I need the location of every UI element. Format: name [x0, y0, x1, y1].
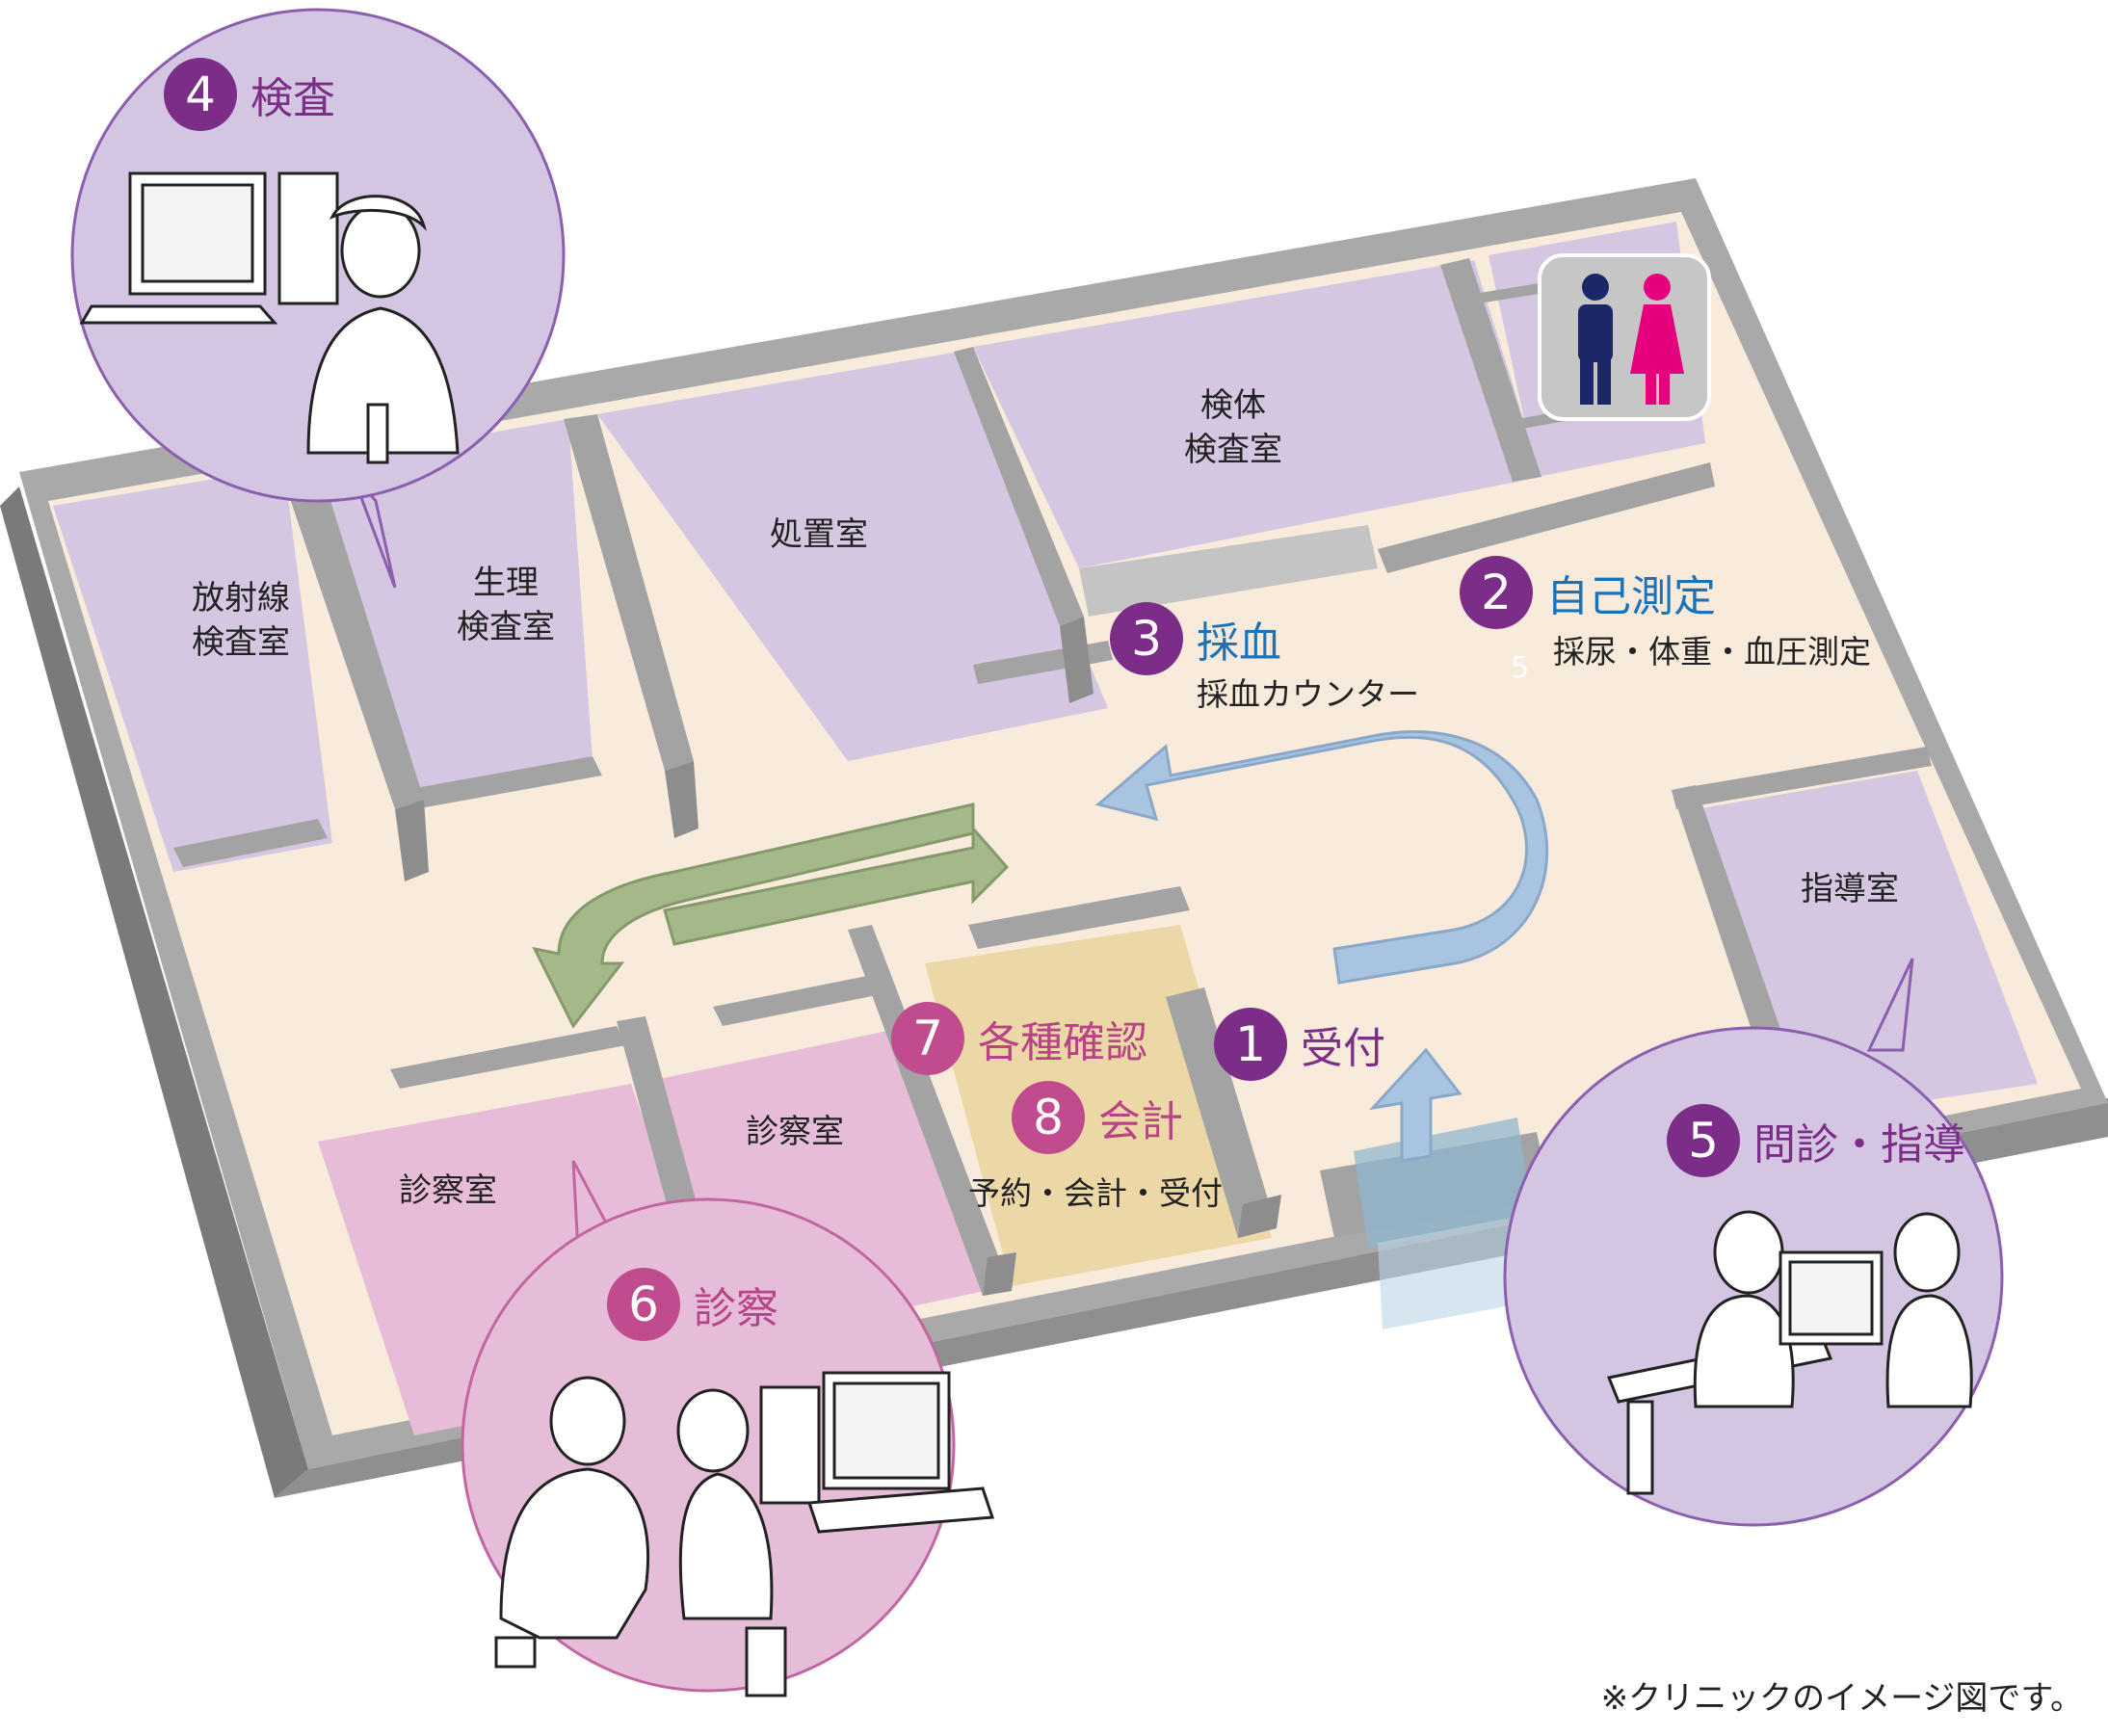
- image-note: ※クリニックのイメージ図です。: [1600, 1679, 2083, 1718]
- step-number-3: 3: [1110, 602, 1183, 675]
- room-label-guidance: 指導室: [1801, 870, 1899, 908]
- step-number-7: 7: [891, 1002, 964, 1075]
- room-label-physiology: 生理 検査室: [429, 561, 583, 649]
- room-label-exam-left: 診察室: [399, 1171, 497, 1210]
- step-title-interview-guidance: 問診・指導: [1753, 1120, 1965, 1170]
- step-title-examination: 検査: [250, 74, 335, 123]
- interview-figures-icon: [1606, 1210, 1973, 1495]
- restroom-sign: [1538, 253, 1711, 421]
- room-label-radiology-line2: 検査室: [192, 623, 290, 662]
- step-sub-self-measurement: 採尿・体重・血圧測定: [1553, 633, 1871, 671]
- room-label-radiology-line1: 放射線: [192, 579, 290, 618]
- female-restroom-icon: [1630, 274, 1684, 405]
- step-number-2: 2: [1460, 556, 1533, 629]
- room-label-specimen-line1: 検体: [1200, 386, 1266, 425]
- interior-walls-shade: [395, 525, 1378, 1296]
- building-side-left: [0, 487, 308, 1498]
- step-title-payment: 会計: [1098, 1097, 1183, 1146]
- flow-arrow-green: [532, 802, 1010, 1029]
- step-number-8: 8: [1012, 1081, 1085, 1154]
- entrance-floor-light: [1378, 1214, 1537, 1329]
- room-label-specimen: 検体 検査室: [1156, 383, 1310, 472]
- flow-arrow-blue: [1094, 730, 1549, 1163]
- doctor-figure-icon: [494, 1376, 649, 1669]
- room-specimen-floor: [973, 260, 1541, 568]
- computer-icon: [79, 171, 339, 325]
- step-title-reception: 受付: [1301, 1024, 1385, 1073]
- room-label-physiology-line1: 生理: [473, 564, 539, 602]
- step-title-blood-draw: 採血: [1197, 618, 1281, 668]
- room-label-physiology-line2: 検査室: [457, 608, 555, 646]
- step-reception: 1 受付: [1214, 1008, 1385, 1081]
- step-blood-draw: 3 採血: [1110, 602, 1281, 675]
- step-title-self-measurement: 自己測定: [1546, 572, 1716, 621]
- step-sub-payment: 予約・会計・受付: [968, 1174, 1223, 1212]
- step-number-6: 6: [607, 1268, 680, 1341]
- step-number-4: 4: [164, 58, 237, 131]
- entrance-doorway: [1354, 1118, 1532, 1248]
- male-restroom-icon: [1578, 274, 1613, 405]
- step-sub-blood-draw: 採血カウンター: [1197, 675, 1419, 713]
- step-examination: 4 検査: [164, 58, 335, 131]
- step-number-5: 5: [1667, 1104, 1740, 1177]
- room-label-treatment: 処置室: [770, 515, 868, 554]
- consult-computer-icon: [759, 1371, 995, 1534]
- room-treatment-floor: [597, 352, 1108, 761]
- room-label-exam-center: 診察室: [746, 1113, 844, 1151]
- step-title-confirmation: 各種確認: [978, 1018, 1147, 1067]
- room-radiology-floor: [53, 467, 332, 872]
- step-title-consultation: 診察: [694, 1284, 778, 1333]
- step-consultation: 6 診察: [607, 1268, 778, 1341]
- room-label-radiology: 放射線 検査室: [164, 576, 318, 665]
- nurse-figure-icon: [306, 195, 460, 464]
- step-interview-guidance: 5 問診・指導: [1667, 1104, 1965, 1177]
- step-number-1: 1: [1214, 1008, 1287, 1081]
- step-payment: 8 会計: [1012, 1081, 1183, 1154]
- stray-mark: 5: [1511, 651, 1530, 685]
- room-label-specimen-line2: 検査室: [1184, 431, 1282, 469]
- patient-figure-icon: [676, 1388, 787, 1697]
- step-confirmation: 7 各種確認: [891, 1002, 1147, 1075]
- step-self-measurement: 2 自己測定: [1460, 556, 1716, 629]
